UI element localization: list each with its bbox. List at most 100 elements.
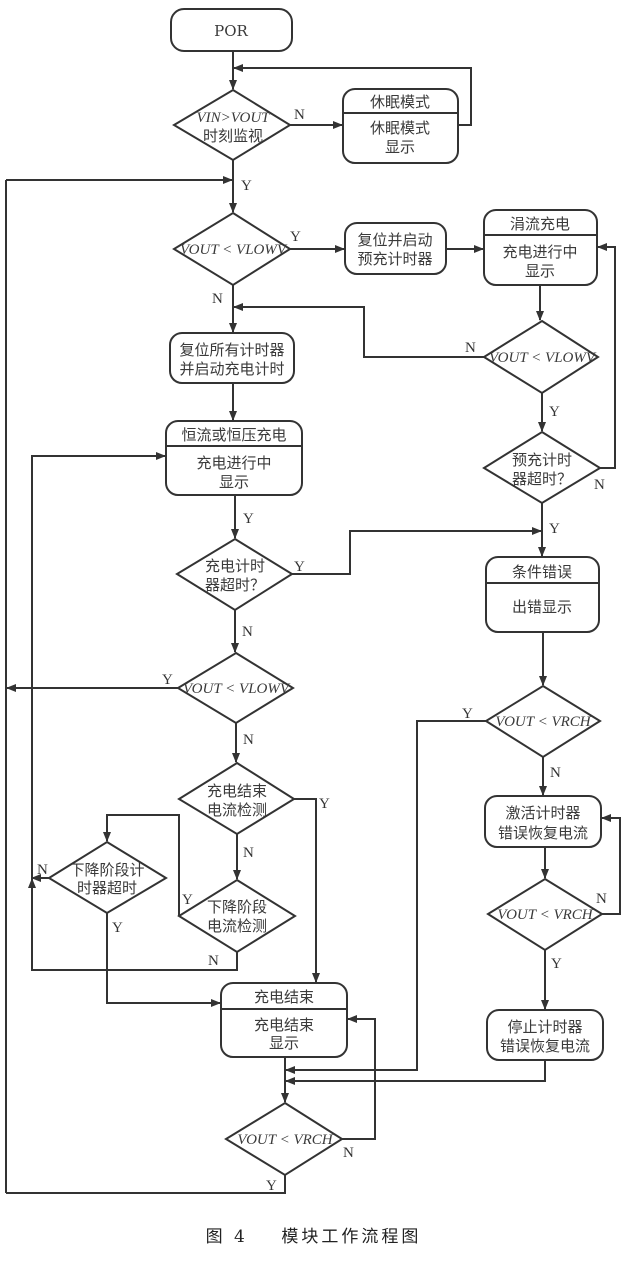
- stop-timer-text2: 错误恢复电流: [500, 1037, 590, 1055]
- edge-labels: N Y Y N N Y N Y Y Y N Y Y N N Y N N Y N …: [37, 107, 607, 1194]
- trickle-body1: 充电进行中: [502, 243, 577, 261]
- step-timeout-text2: 时器超时: [77, 879, 137, 897]
- fault-title: 条件错误: [512, 563, 572, 581]
- vrch1-text: VOUT < VRCH: [495, 714, 591, 730]
- label-vlowv1-yes: Y: [290, 229, 301, 245]
- label-vlowv3-no: N: [243, 732, 254, 748]
- label-vrch2-yes: Y: [551, 956, 562, 972]
- vrch3-text: VOUT < VRCH: [237, 1132, 333, 1148]
- node-reset-precharge: 复位并启动 预充计时器: [344, 222, 447, 275]
- label-stepdetect-no: N: [208, 953, 219, 969]
- label-cccv-yes: Y: [243, 511, 254, 527]
- edge-inner-loop-cccv: [31, 452, 166, 970]
- precharge-timeout-text2: 器超时？: [512, 470, 572, 488]
- label-vrch2-no: N: [596, 891, 607, 907]
- por-text: POR: [214, 22, 248, 40]
- label-steptimeout-no: N: [37, 862, 48, 878]
- node-charge-done: 充电结束 充电结束 显示: [220, 982, 348, 1058]
- node-stop-timer: 停止计时器 错误恢复电流: [486, 1009, 604, 1061]
- sleep-title: 休眠模式: [370, 93, 430, 111]
- label-vlowv1-no: N: [212, 291, 223, 307]
- node-trickle-charge: 涓流充电 充电进行中 显示: [483, 209, 598, 286]
- node-vin-check: VIN>VOUT 时刻监视: [172, 88, 292, 162]
- step-detect-text1: 下降阶段: [207, 898, 267, 916]
- label-vin-no: N: [294, 107, 305, 123]
- label-pretimeout-no: N: [594, 477, 605, 493]
- label-vrch1-no: N: [550, 765, 561, 781]
- trickle-title: 涓流充电: [510, 215, 570, 233]
- charge-timeout-text1: 充电计时: [205, 557, 265, 575]
- done-body2: 显示: [269, 1034, 299, 1052]
- activate-timer-text1: 激活计时器: [505, 804, 580, 822]
- label-vin-yes: Y: [241, 178, 252, 194]
- label-steptimeout-yes: Y: [112, 920, 123, 936]
- node-vrch-check-3: VOUT < VRCH: [224, 1101, 344, 1177]
- edge-steptimeout-yes: [106, 913, 221, 1007]
- caption-title: 模块工作流程图: [281, 1227, 422, 1247]
- edge-vrch1-yes: [285, 720, 486, 1074]
- node-step-detect: 下降阶段 电流检测: [177, 878, 297, 954]
- sleep-body1: 休眠模式: [370, 119, 430, 137]
- node-vlowv-check-2: VOUT < VLOWV: [482, 319, 600, 395]
- sleep-body2: 显示: [385, 138, 415, 156]
- vin-check-text2: 时刻监视: [203, 127, 263, 145]
- label-vrch1-yes: Y: [462, 706, 473, 722]
- caption-number: 图 4: [205, 1227, 248, 1247]
- edge-sleep-loop: [233, 64, 472, 126]
- trickle-body2: 显示: [525, 262, 555, 280]
- vrch2-text: VOUT < VRCH: [497, 907, 593, 923]
- vlowv1-text: VOUT < VLOWV: [180, 242, 288, 258]
- edge-vrch2-no: [601, 814, 621, 915]
- reset-precharge-text2: 预充计时器: [357, 250, 432, 268]
- edge-stepdetect-yes: [103, 814, 180, 916]
- edge-stepdetect-no: [28, 878, 238, 971]
- node-cc-cv-charge: 恒流或恒压充电 充电进行中 显示: [165, 420, 303, 496]
- node-reset-all-timers: 复位所有计时器 并启动充电计时: [169, 332, 295, 384]
- label-termdetect-yes: Y: [319, 796, 330, 812]
- figure-caption: 图 4 模块工作流程图: [0, 1222, 627, 1247]
- label-termdetect-no: N: [243, 845, 254, 861]
- edge-vlowv2-no: [233, 303, 484, 358]
- precharge-timeout-text1: 预充计时: [512, 451, 572, 469]
- cc-cv-body2: 显示: [219, 473, 249, 491]
- node-step-timeout: 下降阶段计 时器超时: [47, 840, 168, 915]
- label-vlowv2-no: N: [465, 340, 476, 356]
- label-pretimeout-yes: Y: [549, 521, 560, 537]
- term-detect-text2: 电流检测: [207, 801, 267, 819]
- reset-all-text2: 并启动充电计时: [179, 360, 284, 378]
- connectors: [5, 51, 621, 1194]
- vin-check-text1: VIN>VOUT: [196, 110, 271, 126]
- step-detect-text2: 电流检测: [207, 917, 267, 935]
- edge-pretimeout-no: [597, 243, 616, 469]
- done-title: 充电结束: [254, 988, 314, 1006]
- node-vrch-check-1: VOUT < VRCH: [484, 684, 602, 759]
- label-chargetimeout-yes: Y: [294, 559, 305, 575]
- label-vrch3-no: N: [343, 1145, 354, 1161]
- reset-precharge-text1: 复位并启动: [357, 231, 432, 249]
- fault-body1: 出错显示: [512, 598, 572, 616]
- stop-timer-text1: 停止计时器: [507, 1018, 582, 1036]
- edge-termdetect-done: [294, 798, 320, 983]
- node-charge-timeout: 充电计时 器超时？: [175, 537, 294, 612]
- node-fault: 条件错误 出错显示: [485, 556, 600, 633]
- node-vlowv-check-3: VOUT < VLOWV: [176, 651, 295, 725]
- reset-all-text1: 复位所有计时器: [179, 341, 284, 359]
- done-body1: 充电结束: [254, 1016, 314, 1034]
- vlowv2-text: VOUT < VLOWV: [489, 350, 597, 366]
- node-activate-timer: 激活计时器 错误恢复电流: [484, 795, 602, 848]
- node-precharge-timeout: 预充计时 器超时？: [482, 430, 602, 505]
- edge-chargetimeout-yes: [292, 527, 542, 575]
- cc-cv-body1: 充电进行中: [196, 454, 271, 472]
- step-timeout-text1: 下降阶段计: [69, 861, 144, 879]
- label-vlowv3-yes: Y: [162, 672, 173, 688]
- term-detect-text1: 充电结束: [207, 782, 267, 800]
- edge-vrch3-yes: [6, 1175, 286, 1194]
- node-sleep-mode: 休眠模式 休眠模式 显示: [342, 88, 459, 164]
- label-chargetimeout-no: N: [242, 624, 253, 640]
- node-vrch-check-2: VOUT < VRCH: [486, 877, 604, 952]
- charge-timeout-text2: 器超时？: [205, 576, 265, 594]
- node-por: POR: [170, 8, 293, 52]
- vlowv3-text: VOUT < VLOWV: [183, 681, 291, 697]
- label-vrch3-yes: Y: [266, 1178, 277, 1194]
